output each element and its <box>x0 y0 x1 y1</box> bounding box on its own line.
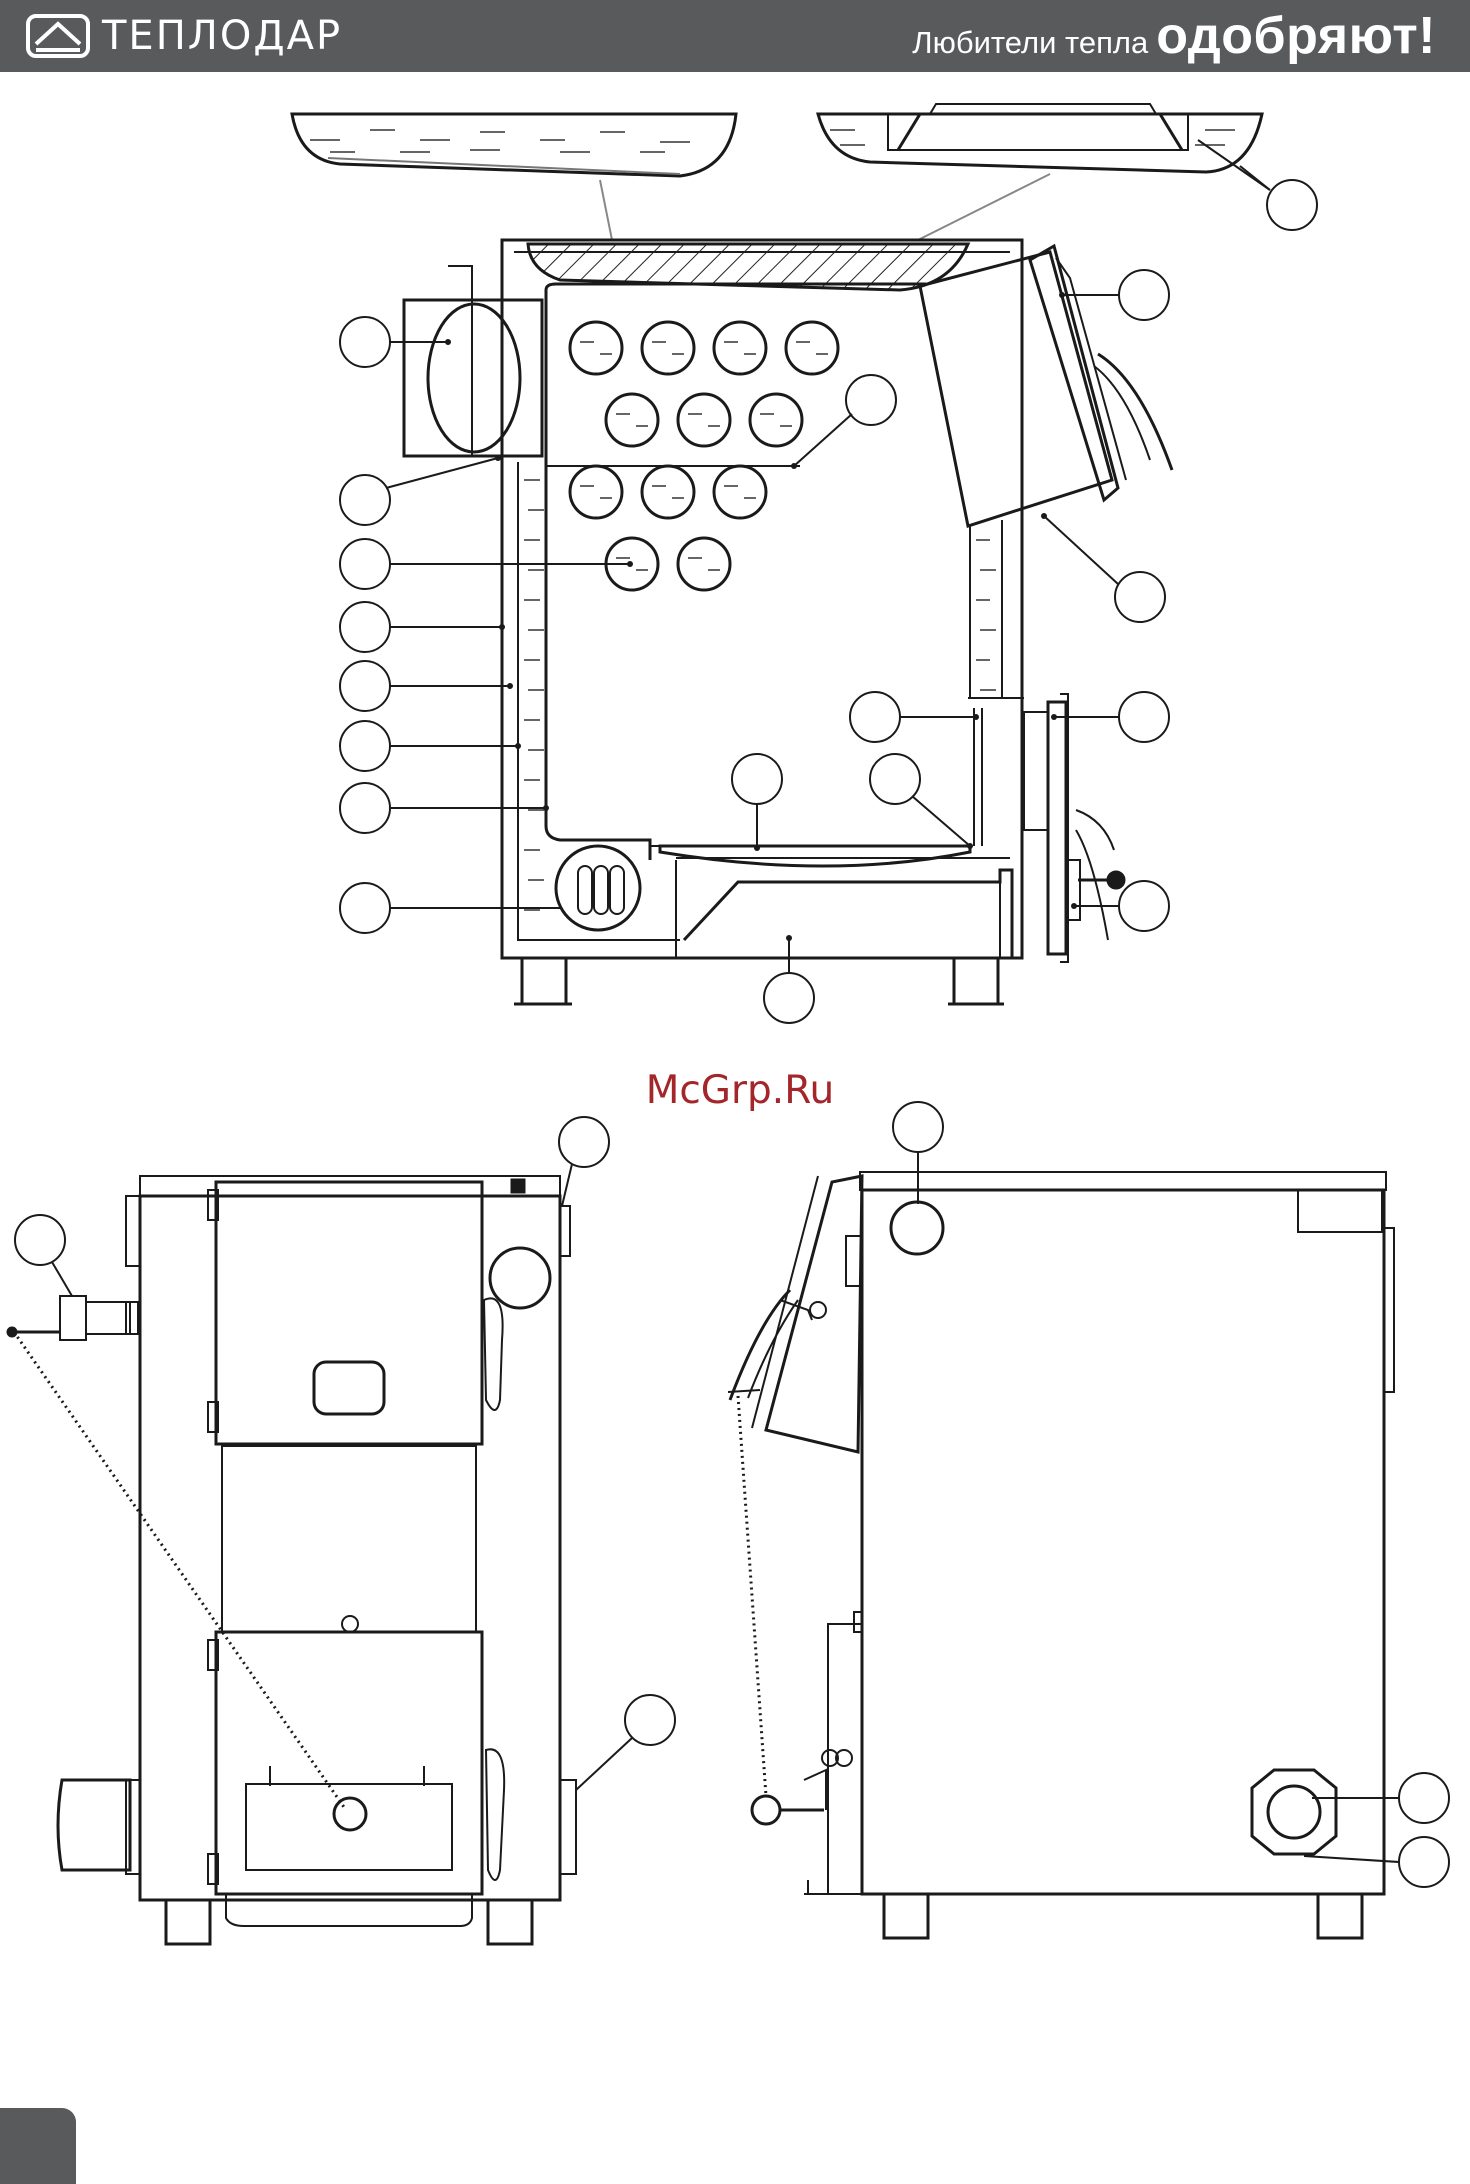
side-callouts <box>892 1101 1450 1888</box>
section-callouts <box>339 165 1318 1024</box>
front-view <box>6 1175 577 1946</box>
detail-heat-plate <box>816 103 1271 241</box>
page-number-tab <box>0 2108 76 2184</box>
slogan: Любители тепла одобряют! <box>912 6 1436 66</box>
section-view <box>290 103 1271 1006</box>
brand-logo: ТЕПЛОДАР <box>26 12 342 60</box>
header-bar: ТЕПЛОДАР Любители тепла одобряют! <box>0 0 1470 72</box>
house-roof-logo-icon <box>26 14 90 58</box>
slogan-bold: одобряют! <box>1156 7 1436 65</box>
ash-door <box>1023 693 1126 963</box>
coil-exchanger <box>554 844 642 932</box>
fire-tubes <box>568 320 840 592</box>
front-callouts <box>14 1116 676 1791</box>
side-view <box>727 1171 1395 1940</box>
detail-water-jacket <box>290 112 738 241</box>
watermark: McGrp.Ru <box>645 1068 835 1113</box>
brand-name: ТЕПЛОДАР <box>102 13 343 59</box>
slogan-regular: Любители тепла <box>912 25 1149 60</box>
loading-door <box>918 243 1174 528</box>
